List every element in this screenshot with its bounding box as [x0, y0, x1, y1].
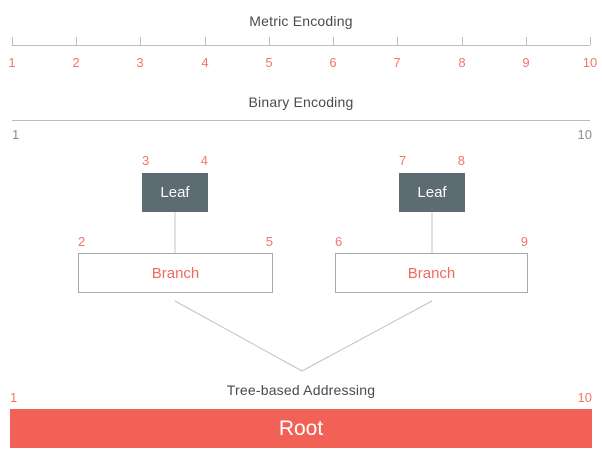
root-start-label: 1	[10, 390, 18, 405]
ruler-tick	[397, 37, 398, 45]
binary-encoding-line	[12, 120, 590, 121]
ruler-tick	[205, 37, 206, 45]
branch-node-label: Branch	[151, 264, 200, 282]
leaf-left-end-label: 4	[200, 153, 208, 168]
branch-node-label: Branch	[407, 264, 456, 282]
ruler-tick	[76, 37, 77, 45]
metric-tick-label: 10	[582, 55, 598, 70]
ruler-tick	[462, 37, 463, 45]
ruler-tick	[12, 37, 13, 45]
leaf-node-left: Leaf	[142, 173, 208, 212]
binary-encoding-title: Binary Encoding	[248, 94, 354, 110]
branch-left-end-label: 5	[265, 234, 273, 249]
binary-start-label: 1	[12, 127, 20, 142]
branch-right-start-label: 6	[335, 234, 343, 249]
ruler-tick	[269, 37, 270, 45]
leaf-node-right: Leaf	[399, 173, 465, 212]
metric-tick-label: 1	[8, 55, 16, 70]
metric-tick-label: 8	[458, 55, 466, 70]
metric-tick-label: 5	[265, 55, 273, 70]
root-node: Root	[10, 409, 592, 448]
metric-tick-label: 2	[72, 55, 80, 70]
tree-based-addressing-title: Tree-based Addressing	[226, 382, 376, 398]
ruler-tick	[140, 37, 141, 45]
leaf-left-start-label: 3	[142, 153, 150, 168]
branch-node-right: Branch	[335, 253, 528, 293]
metric-tick-label: 6	[329, 55, 337, 70]
ruler-tick	[590, 37, 591, 45]
branch-right-end-label: 9	[520, 234, 528, 249]
branch-node-left: Branch	[78, 253, 273, 293]
metric-tick-label: 4	[201, 55, 209, 70]
root-end-label: 10	[577, 390, 592, 405]
leaf-node-label: Leaf	[160, 184, 190, 201]
ruler-tick	[526, 37, 527, 45]
metric-ruler-line	[12, 45, 590, 46]
root-node-label: Root	[278, 416, 324, 440]
ruler-tick	[333, 37, 334, 45]
branch-left-start-label: 2	[78, 234, 86, 249]
metric-encoding-title: Metric Encoding	[249, 13, 353, 29]
leaf-node-label: Leaf	[417, 184, 447, 201]
metric-tick-label: 9	[522, 55, 530, 70]
metric-tick-label: 3	[136, 55, 144, 70]
leaf-right-end-label: 8	[457, 153, 465, 168]
metric-tick-label: 7	[393, 55, 401, 70]
leaf-right-start-label: 7	[399, 153, 407, 168]
binary-end-label: 10	[577, 127, 592, 142]
